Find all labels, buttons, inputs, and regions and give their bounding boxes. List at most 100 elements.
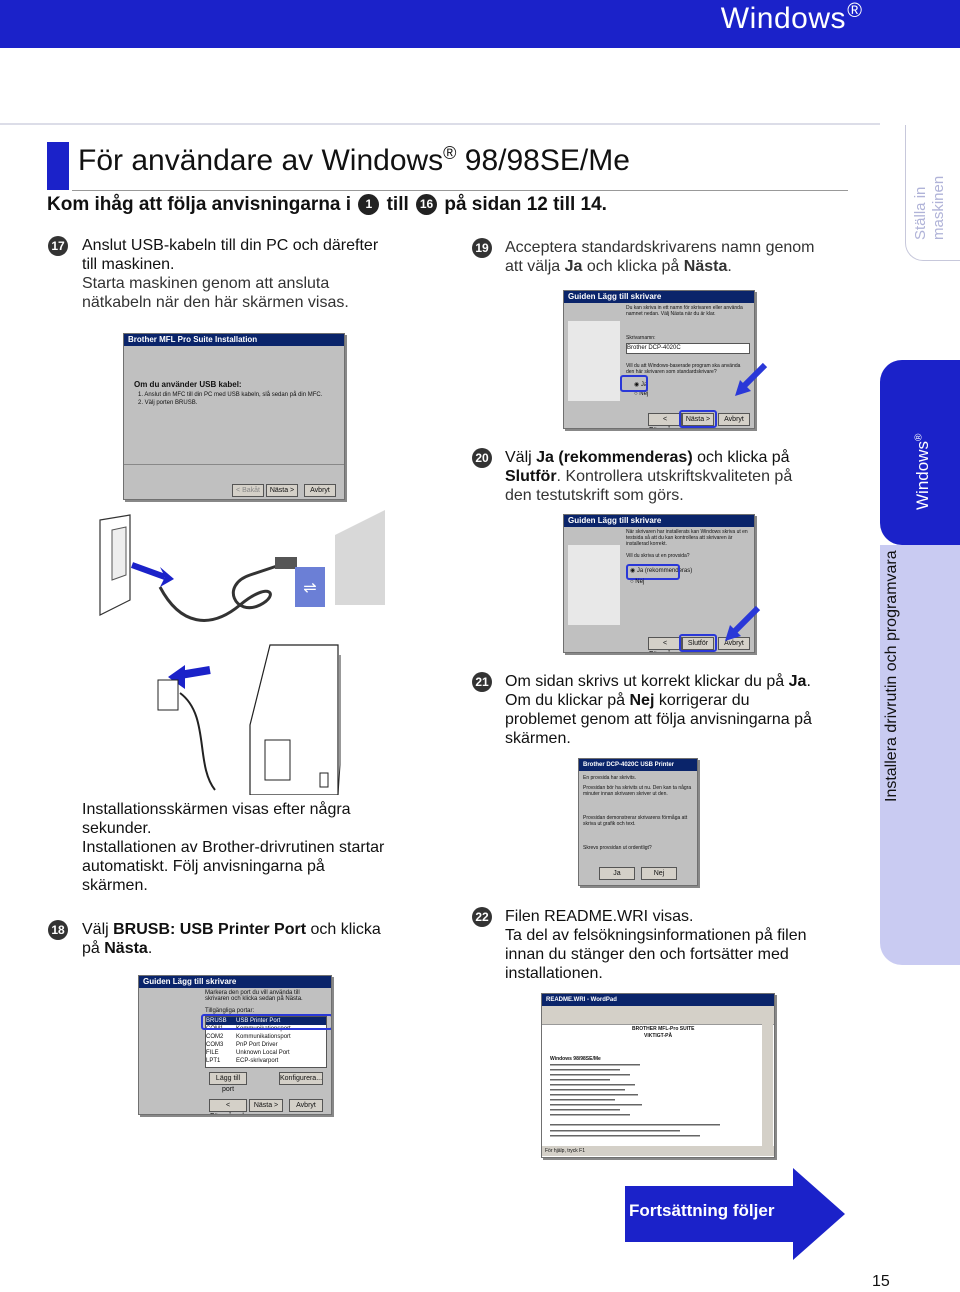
step-20-text: Välj Ja (rekommenderas) och klicka på Sl…	[505, 448, 865, 505]
computer-outline	[99, 514, 131, 616]
configure-button[interactable]: Konfigurera...	[279, 1072, 323, 1085]
after-line-4: automatiskt. Följ anvisningarna på	[82, 858, 325, 875]
s19-line-1: Acceptera standardskrivarens namn genom	[505, 239, 815, 256]
port-row[interactable]: LPT1 ECP-skrivarport	[206, 1057, 326, 1065]
readme-statusbar: För hjälp, tryck F1	[542, 1146, 774, 1156]
printed-question: Skrevs provsidan ut ordentligt?	[583, 845, 652, 851]
readme-scrollbar[interactable]	[762, 1024, 773, 1146]
s18-pre2: på	[82, 940, 105, 957]
tab-windows-label: Windows®	[913, 434, 933, 510]
continue-label: Fortsättning följer	[629, 1201, 775, 1220]
readme-toolbar	[542, 1016, 774, 1025]
reminder-line: Kom ihåg att följa anvisningarna i 1 til…	[47, 194, 607, 216]
usb-back-button[interactable]: < Bakåt	[232, 484, 264, 497]
s22-line-3: innan du stänger den och fortsätter med	[505, 946, 789, 963]
step-20-number: 20	[472, 448, 492, 468]
port-back-button[interactable]: < Föregående	[209, 1099, 248, 1114]
tab-setup-machine[interactable]	[905, 125, 960, 261]
s20-yes: Ja (rekommenderas)	[536, 449, 693, 466]
name-label: Skrivarnamn:	[626, 335, 656, 341]
name-next-button[interactable]: Nästa >	[682, 413, 714, 426]
port-select-screenshot: Guiden Lägg till skrivare Markera den po…	[138, 975, 332, 1115]
no-radio-label: Nej	[635, 579, 645, 585]
no-radio[interactable]: ○ Nej	[630, 579, 645, 585]
port-cancel-button[interactable]: Avbryt	[289, 1099, 323, 1112]
finish-button[interactable]: Slutför	[682, 637, 714, 650]
printed-yes-button[interactable]: Ja	[599, 867, 635, 880]
s19-pre: att välja	[505, 258, 565, 275]
step-17-line-2: till maskinen.	[82, 256, 175, 273]
usb-window-title: Brother MFL Pro Suite Installation	[124, 334, 344, 346]
s21-pre2: Om du klickar på	[505, 692, 630, 709]
readme-heading: BROTHER MFL-Pro SUITE	[632, 1026, 695, 1032]
tab-setup-label-1: Ställa in	[912, 186, 929, 240]
name-intro: Du kan skriva in ett namn för skrivaren …	[626, 305, 743, 317]
after-line-2: sekunder.	[82, 820, 152, 837]
step-17-text: Anslut USB-kabeln till din PC och däreft…	[82, 236, 442, 312]
usb-arrow	[130, 562, 167, 580]
name-cancel-button[interactable]: Avbryt	[718, 413, 750, 426]
port-desc: USB Printer Port	[236, 1018, 281, 1024]
tab-install-driver[interactable]	[880, 545, 960, 965]
port-next-button[interactable]: Nästa >	[249, 1099, 283, 1112]
step-17-number: 17	[48, 236, 68, 256]
reminder-suffix: på sidan 12 till 14.	[439, 194, 607, 215]
after-line-5: skärmen.	[82, 877, 148, 894]
tab-install-label: Installera drivrutin och programvara	[883, 550, 900, 802]
port-desc: Unknown Local Port	[236, 1050, 290, 1056]
name-window-title: Guiden Lägg till skrivare	[564, 291, 754, 303]
step-21-number: 21	[472, 672, 492, 692]
usb-next-button[interactable]: Nästa >	[266, 484, 298, 497]
readme-subheading: VIKTIGT-PÅ	[644, 1033, 673, 1039]
readme-title: README.WRI - WordPad	[542, 994, 774, 1006]
name-back-button[interactable]: < Föregående	[648, 413, 687, 428]
printer-name-screenshot: Guiden Lägg till skrivare Du kan skriva …	[563, 290, 755, 429]
s22-line-1: Filen README.WRI visas.	[505, 908, 694, 925]
add-port-button[interactable]: Lägg till port	[209, 1072, 247, 1093]
test-printed-dialog: Brother DCP-4020C USB Printer En provsid…	[578, 758, 698, 886]
after-line-1: Installationsskärmen visas efter några	[82, 801, 351, 818]
usb-heading: Om du använder USB kabel:	[134, 380, 242, 389]
test-back-button[interactable]: < Föregående	[648, 637, 687, 652]
no-radio[interactable]: ○ Nej	[634, 391, 649, 397]
port-desc: ECP-skrivarport	[236, 1058, 279, 1064]
yes-radio[interactable]: ◉ Ja	[634, 382, 648, 388]
s19-mid: och klicka på	[582, 258, 684, 275]
pointer-arrow-finish	[725, 605, 761, 641]
printer-name-input[interactable]: Brother DCP-4020C	[626, 343, 750, 354]
step-17-line-4: nätkabeln när den här skärmen visas.	[82, 294, 349, 311]
usb-plug	[275, 557, 297, 569]
yes-highlight	[620, 375, 648, 392]
step-18-text: Välj BRUSB: USB Printer Port och klicka …	[82, 920, 442, 958]
s18-next: Nästa	[104, 940, 148, 957]
tab-windows[interactable]	[880, 360, 960, 545]
s21-end: .	[806, 673, 811, 690]
test-intro: När skrivaren har installerats kan Windo…	[626, 529, 748, 547]
usb-line-2: 2. Välj porten BRUSB.	[138, 400, 198, 406]
s21-line-4: skärmen.	[505, 730, 571, 747]
s19-next: Nästa	[683, 258, 728, 275]
step-17-line-1: Anslut USB-kabeln till din PC och däreft…	[82, 237, 379, 254]
printer-image	[568, 321, 620, 401]
printer-side	[335, 510, 385, 605]
s20-mid: och klicka på	[692, 449, 790, 466]
usb-symbol-box	[295, 567, 325, 607]
readme-menubar	[542, 1006, 774, 1016]
tab-windows-reg: ®	[913, 433, 925, 442]
recommend-radio[interactable]: ◉ Ja (rekommenderas)	[630, 568, 693, 574]
step-22-number: 22	[472, 907, 492, 927]
finish-highlight	[679, 634, 717, 652]
s19-end: .	[727, 258, 732, 275]
s18-pre: Välj	[82, 921, 114, 938]
usb-cancel-button[interactable]: Avbryt	[304, 484, 336, 497]
step-17-line-3: Starta maskinen genom att ansluta	[82, 275, 330, 292]
port-name: LPT1	[206, 1058, 221, 1064]
header-band	[0, 0, 960, 48]
s20-finish: Slutför	[505, 468, 557, 485]
printed-no-button[interactable]: Nej	[641, 867, 677, 880]
